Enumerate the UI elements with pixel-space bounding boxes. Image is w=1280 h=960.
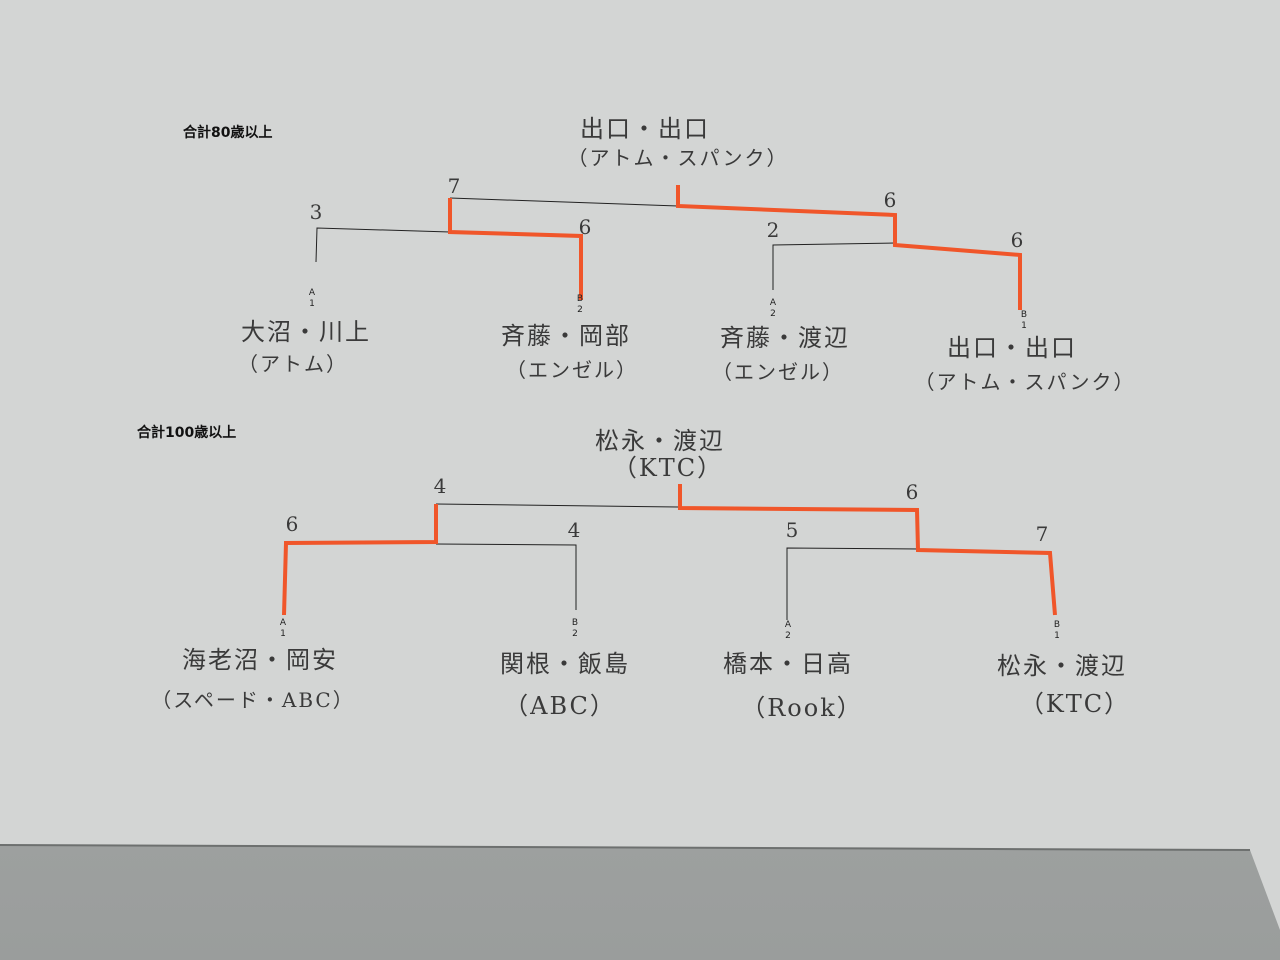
bracket-80-semi-right-score: 6 [883, 188, 897, 212]
bracket-80-lines [315, 197, 896, 290]
team-score: 3 [309, 200, 323, 224]
team-names: 出口・出口 [947, 334, 1077, 362]
team-names: 斉藤・岡部 [501, 322, 631, 350]
team-score: 2 [766, 218, 780, 242]
bracket-100-winner-path [282, 484, 1057, 616]
team-score: 6 [285, 512, 299, 536]
team-score: 7 [1035, 522, 1049, 546]
bracket-80-winner-path [448, 185, 1022, 310]
team-club: （エンゼル） [712, 360, 844, 384]
team-names: 橋本・日高 [723, 650, 853, 678]
team-names: 海老沼・岡安 [182, 646, 338, 674]
team-club: （ABC） [504, 692, 616, 720]
bracket-100-lines [435, 503, 921, 620]
bracket-100-title: 合計100歳以上 [137, 425, 237, 441]
team-names: 関根・飯島 [500, 650, 630, 678]
bracket-100-semi-left-score: 4 [433, 474, 447, 498]
team-score: 5 [785, 518, 799, 542]
team-club: （アトム・スパンク） [914, 370, 1136, 394]
team-names: 斉藤・渡辺 [720, 324, 850, 352]
paper-background [0, 0, 1280, 930]
paper-edge [0, 844, 1251, 851]
team-score: 6 [1010, 228, 1024, 252]
bracket-100-semi-right-score: 6 [905, 480, 919, 504]
bracket-80-winner-names: 出口・出口 [580, 115, 710, 143]
team-club: （Rook） [741, 694, 863, 722]
bracket-100-winner-team: （KTC） [612, 454, 724, 482]
team-names: 大沼・川上 [241, 318, 371, 346]
bracket-100-winner-names: 松永・渡辺 [595, 427, 725, 455]
team-score: 4 [567, 518, 581, 542]
bracket-80-title: 合計80歳以上 [183, 125, 273, 141]
team-names: 松永・渡辺 [997, 652, 1127, 680]
bracket-80-winner-team: （アトム・スパンク） [567, 146, 789, 170]
team-score: 6 [578, 215, 592, 239]
team-club: （エンゼル） [506, 358, 638, 382]
team-club: （アトム） [238, 352, 348, 376]
team-club: （スペード・ABC） [151, 688, 355, 712]
team-club: （KTC） [1019, 690, 1131, 718]
bracket-80-semi-left-score: 7 [447, 174, 461, 198]
